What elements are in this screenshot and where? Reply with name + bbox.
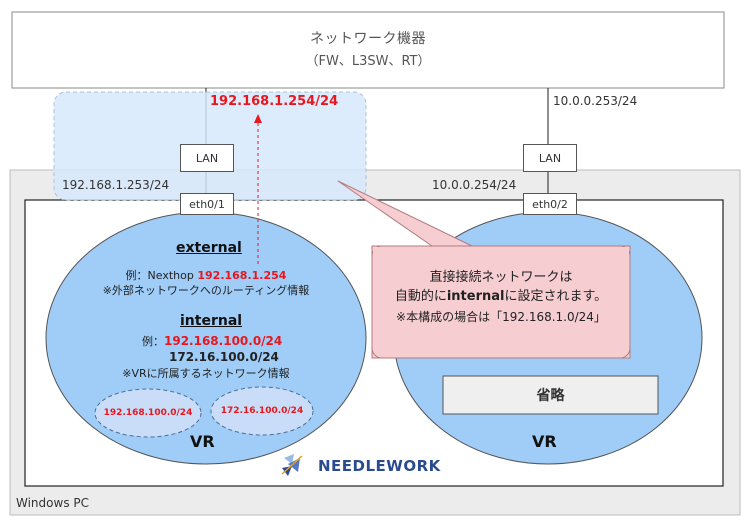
vr-right-label: VR [532,432,557,451]
internal-note: ※VRに所属するネットワーク情報 [122,367,290,380]
network-device: ネットワーク機器 （FW、L3SW、RT） [12,28,724,69]
external-heading: external [176,240,242,256]
omitted-box [442,375,659,415]
port-eth0-2: eth0/2 [523,193,577,215]
omitted-label: 省略 [536,388,565,404]
network-device-title: ネットワーク機器 [310,31,426,47]
network-device-subtitle: （FW、L3SW、RT） [305,54,431,69]
left-lower-ip-label: 192.168.1.253/24 [62,178,170,192]
external-example-prefix: 例：Nexthop [125,269,198,282]
callout-line2-suffix: に設定されます。 [504,289,608,304]
external-note: ※外部ネットワークへのルーティング情報 [102,284,310,297]
nexthop-arrow-head [254,114,262,123]
right-lower-ip-label: 10.0.0.254/24 [432,178,517,192]
callout: 直接接続ネットワークは 自動的にinternalに設定されます。 ※本構成の場合… [372,268,630,325]
windows-pc-label: Windows PC [16,496,89,510]
internal-ip-1: 192.168.100.0/24 [164,334,283,348]
external-example: 例：Nexthop 192.168.1.254 [96,268,316,283]
vr-left-label: VR [190,432,215,451]
right-upper-ip-label: 10.0.0.253/24 [553,94,638,108]
external-nexthop-ip: 192.168.1.254 [197,269,287,282]
subnet-a-pill [94,388,202,438]
callout-line2-prefix: 自動的に [394,289,447,304]
needlework-brand: NEEDLEWORK [318,457,441,475]
callout-line2: 自動的にinternalに設定されます。 [395,287,607,306]
internal-heading: internal [180,313,243,329]
callout-note: ※本構成の場合は「192.168.1.0/24」 [396,310,606,324]
subnet-b-pill [210,386,314,436]
internal-example: 例：192.168.100.0/24 [142,334,282,349]
left-lan-box: LAN [180,144,234,172]
right-lan-box: LAN [523,144,577,172]
callout-line2-bold: internal [446,289,505,304]
internal-example-prefix: 例： [142,335,164,348]
internal-ip-2: 172.16.100.0/24 [169,350,279,364]
subnet-b-label: 172.16.100.0/24 [220,406,304,416]
callout-line1: 直接接続ネットワークは [429,270,573,285]
network-device-box [11,11,725,89]
callout-box [371,245,631,359]
port-eth0-1: eth0/1 [180,193,234,215]
subnet-a-label: 192.168.100.0/24 [103,408,193,418]
gateway-ip-label: 192.168.1.254/24 [210,94,339,109]
needlework-logo-icon [281,454,303,476]
